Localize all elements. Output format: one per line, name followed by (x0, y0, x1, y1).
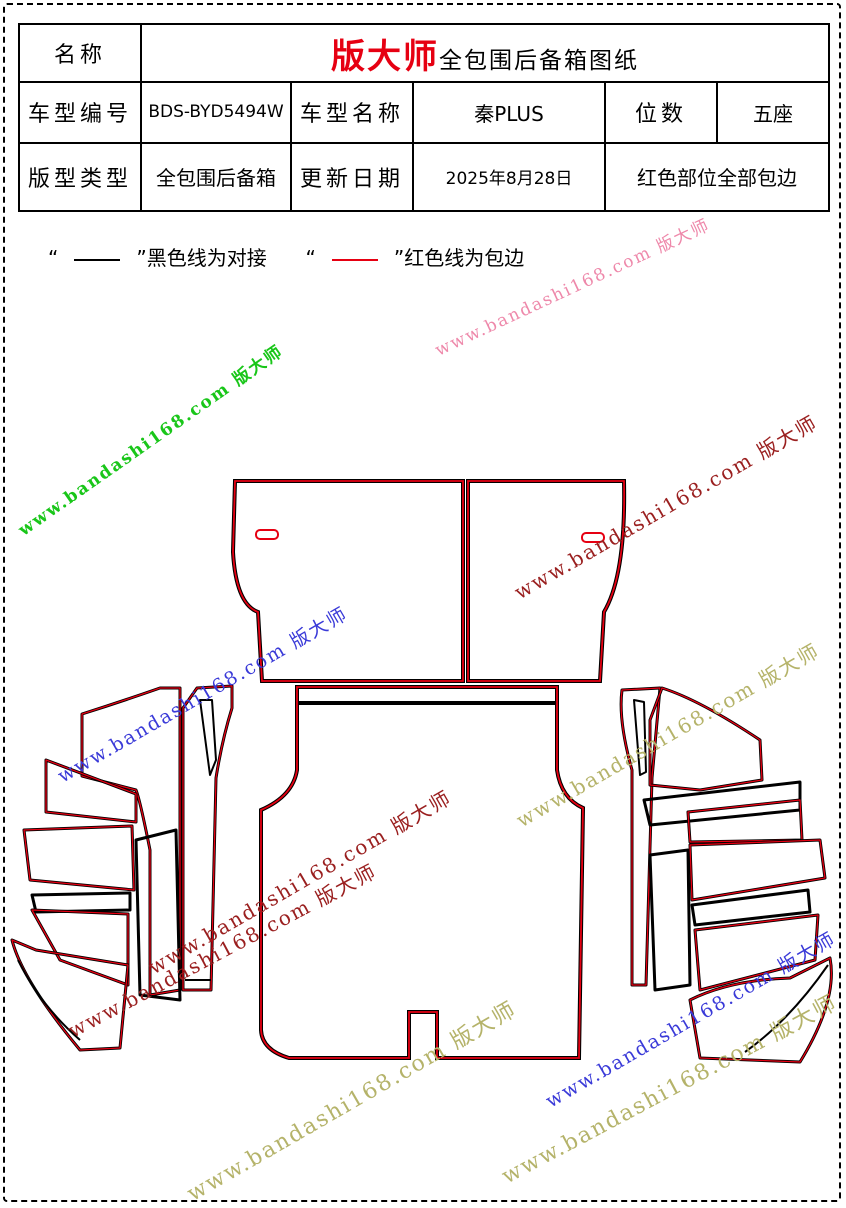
title-rest: 全包围后备箱图纸 (439, 47, 639, 74)
model-code-label: 车型编号 (18, 81, 142, 144)
black-line-sample (74, 258, 121, 261)
quote-close: ” (136, 246, 147, 270)
drawing-title: 版大师全包围后备箱图纸 (140, 22, 830, 84)
top-right-panel (466, 479, 627, 683)
title-brand: 版大师 (331, 36, 439, 77)
black-line-text: 黑色线为对接 (146, 246, 267, 270)
model-code: BDS-BYD5494W (140, 81, 292, 144)
update-date: 2025年8月28日 (412, 141, 606, 213)
info-table: 名称 版大师全包围后备箱图纸 车型编号 BDS-BYD5494W 车型名称 秦P… (18, 22, 830, 213)
model-name-label: 车型名称 (290, 81, 414, 144)
top-left-panel (230, 479, 465, 683)
model-name: 秦PLUS (412, 81, 606, 144)
left-side-pieces (10, 684, 234, 1052)
name-label: 名称 (18, 22, 142, 84)
update-label: 更新日期 (290, 141, 414, 213)
seats-value: 五座 (716, 81, 830, 144)
red-line-text: 红色线为包边 (404, 246, 525, 270)
quote-open: “ (48, 246, 59, 270)
pattern-type-label: 版型类型 (18, 141, 142, 213)
line-legend: “”黑色线为对接 “”红色线为包边 (48, 242, 524, 271)
quote-close-2: ” (393, 246, 405, 270)
pattern-type: 全包围后备箱 (140, 141, 292, 213)
red-line-sample (331, 258, 378, 261)
right-side-pieces (619, 686, 833, 1064)
seats-label: 位数 (604, 81, 718, 144)
floor-panel (259, 685, 586, 1060)
quote-open-2: “ (305, 246, 316, 270)
edge-note: 红色部位全部包边 (604, 141, 830, 213)
page-border (3, 3, 841, 1202)
